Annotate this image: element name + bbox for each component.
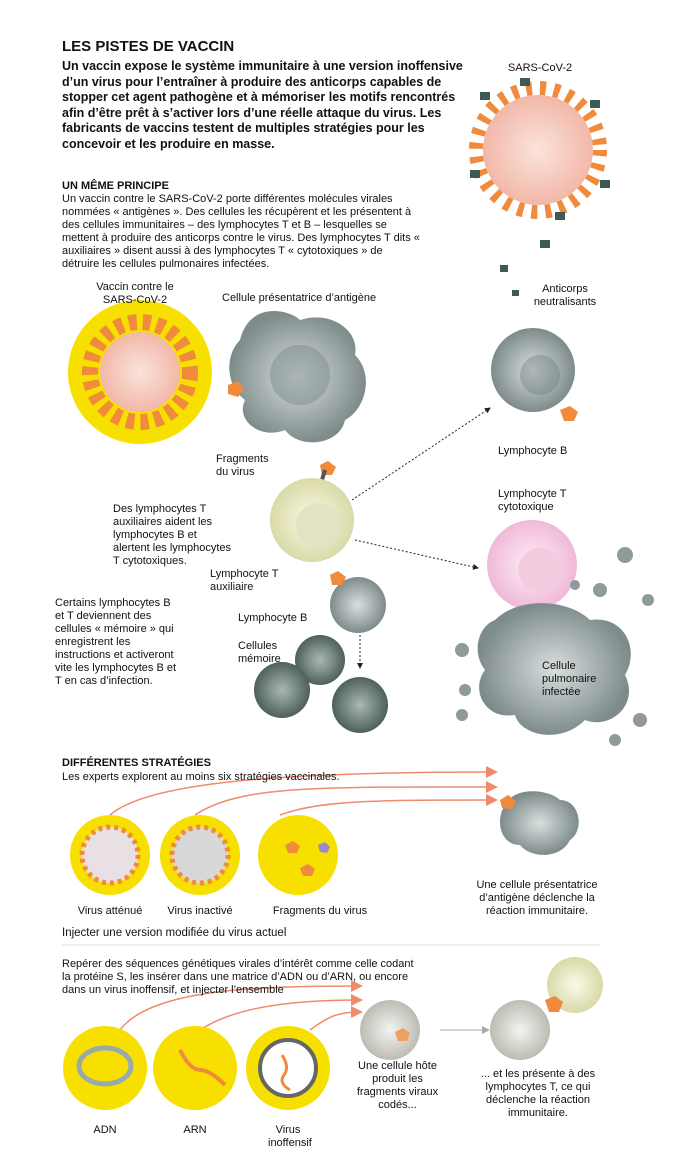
lymphocyte-b-label: Lymphocyte B: [238, 612, 308, 624]
lymphocyte-b-top: [491, 328, 575, 412]
genetic-item-label: Virus inoffensif: [268, 1124, 312, 1149]
present-caption: ... et les présente à des lymphocytes T,…: [480, 1068, 596, 1119]
fragments-label: Fragments du virus: [216, 453, 269, 478]
memory-note: Certains lymphocytes B et T deviennent d…: [55, 597, 177, 687]
t-cyto-label: Lymphocyte T cytotoxique: [498, 488, 567, 513]
apc-label: Cellule présentatrice d’antigène: [222, 292, 377, 304]
genetic-circles: [63, 1026, 330, 1110]
page-title: LES PISTES DE VACCIN: [62, 38, 235, 55]
lymphocyte-b-top-label: Lymphocyte B: [498, 445, 568, 457]
principle-heading: UN MÊME PRINCIPE: [62, 180, 169, 192]
virus-item-label: Virus atténué: [77, 905, 143, 917]
t-helper-label: Lymphocyte T auxiliaire: [210, 568, 279, 593]
apc-small: [500, 791, 579, 855]
strategy-virus-circles: [70, 815, 338, 895]
sars-cov-2-virus: [469, 78, 610, 296]
infected-label: Cellule pulmonaire infectée: [542, 660, 597, 698]
strategies-subtitle: Les experts explorent au moins six strat…: [62, 771, 340, 783]
memory-cell: [254, 662, 310, 718]
intro-text: Un vaccin expose le système immunitaire …: [62, 59, 463, 151]
virus-caption: Injecter une version modifiée du virus a…: [62, 927, 287, 939]
lymphocyte-b: [330, 577, 386, 633]
vaccine-particle: [68, 300, 212, 444]
host-cell: [360, 1000, 420, 1060]
genetic-text: Repérer des séquences génétiques virales…: [62, 958, 414, 996]
memory-cell: [295, 635, 345, 685]
virus-item-label: Virus inactivé: [167, 905, 233, 917]
sars-label: SARS-CoV-2: [507, 62, 573, 74]
vaccine-label: Vaccin contre le SARS-CoV-2: [96, 281, 174, 306]
virus-item-label: Fragments du virus: [272, 905, 368, 917]
strategies-heading: DIFFÉRENTES STRATÉGIES: [62, 757, 211, 769]
presenting-cell: [490, 1000, 550, 1060]
apc-caption: Une cellule présentatrice d’antigène déc…: [476, 879, 598, 917]
host-caption: Une cellule hôte produit les fragments v…: [356, 1060, 439, 1111]
antibodies-label: Anticorps neutralisants: [533, 283, 597, 308]
helper-note: Des lymphocytes T auxiliaires aident les…: [113, 503, 231, 567]
infected-cell: [477, 603, 631, 735]
t-cell-small: [547, 957, 603, 1013]
principle-body: Un vaccin contre le SARS-CoV-2 porte dif…: [62, 193, 420, 270]
memory-cell: [332, 677, 388, 733]
genetic-item-label: ARN: [183, 1124, 207, 1136]
memory-label: Cellules mémoire: [238, 640, 281, 665]
genetic-item-label: ADN: [93, 1124, 117, 1136]
